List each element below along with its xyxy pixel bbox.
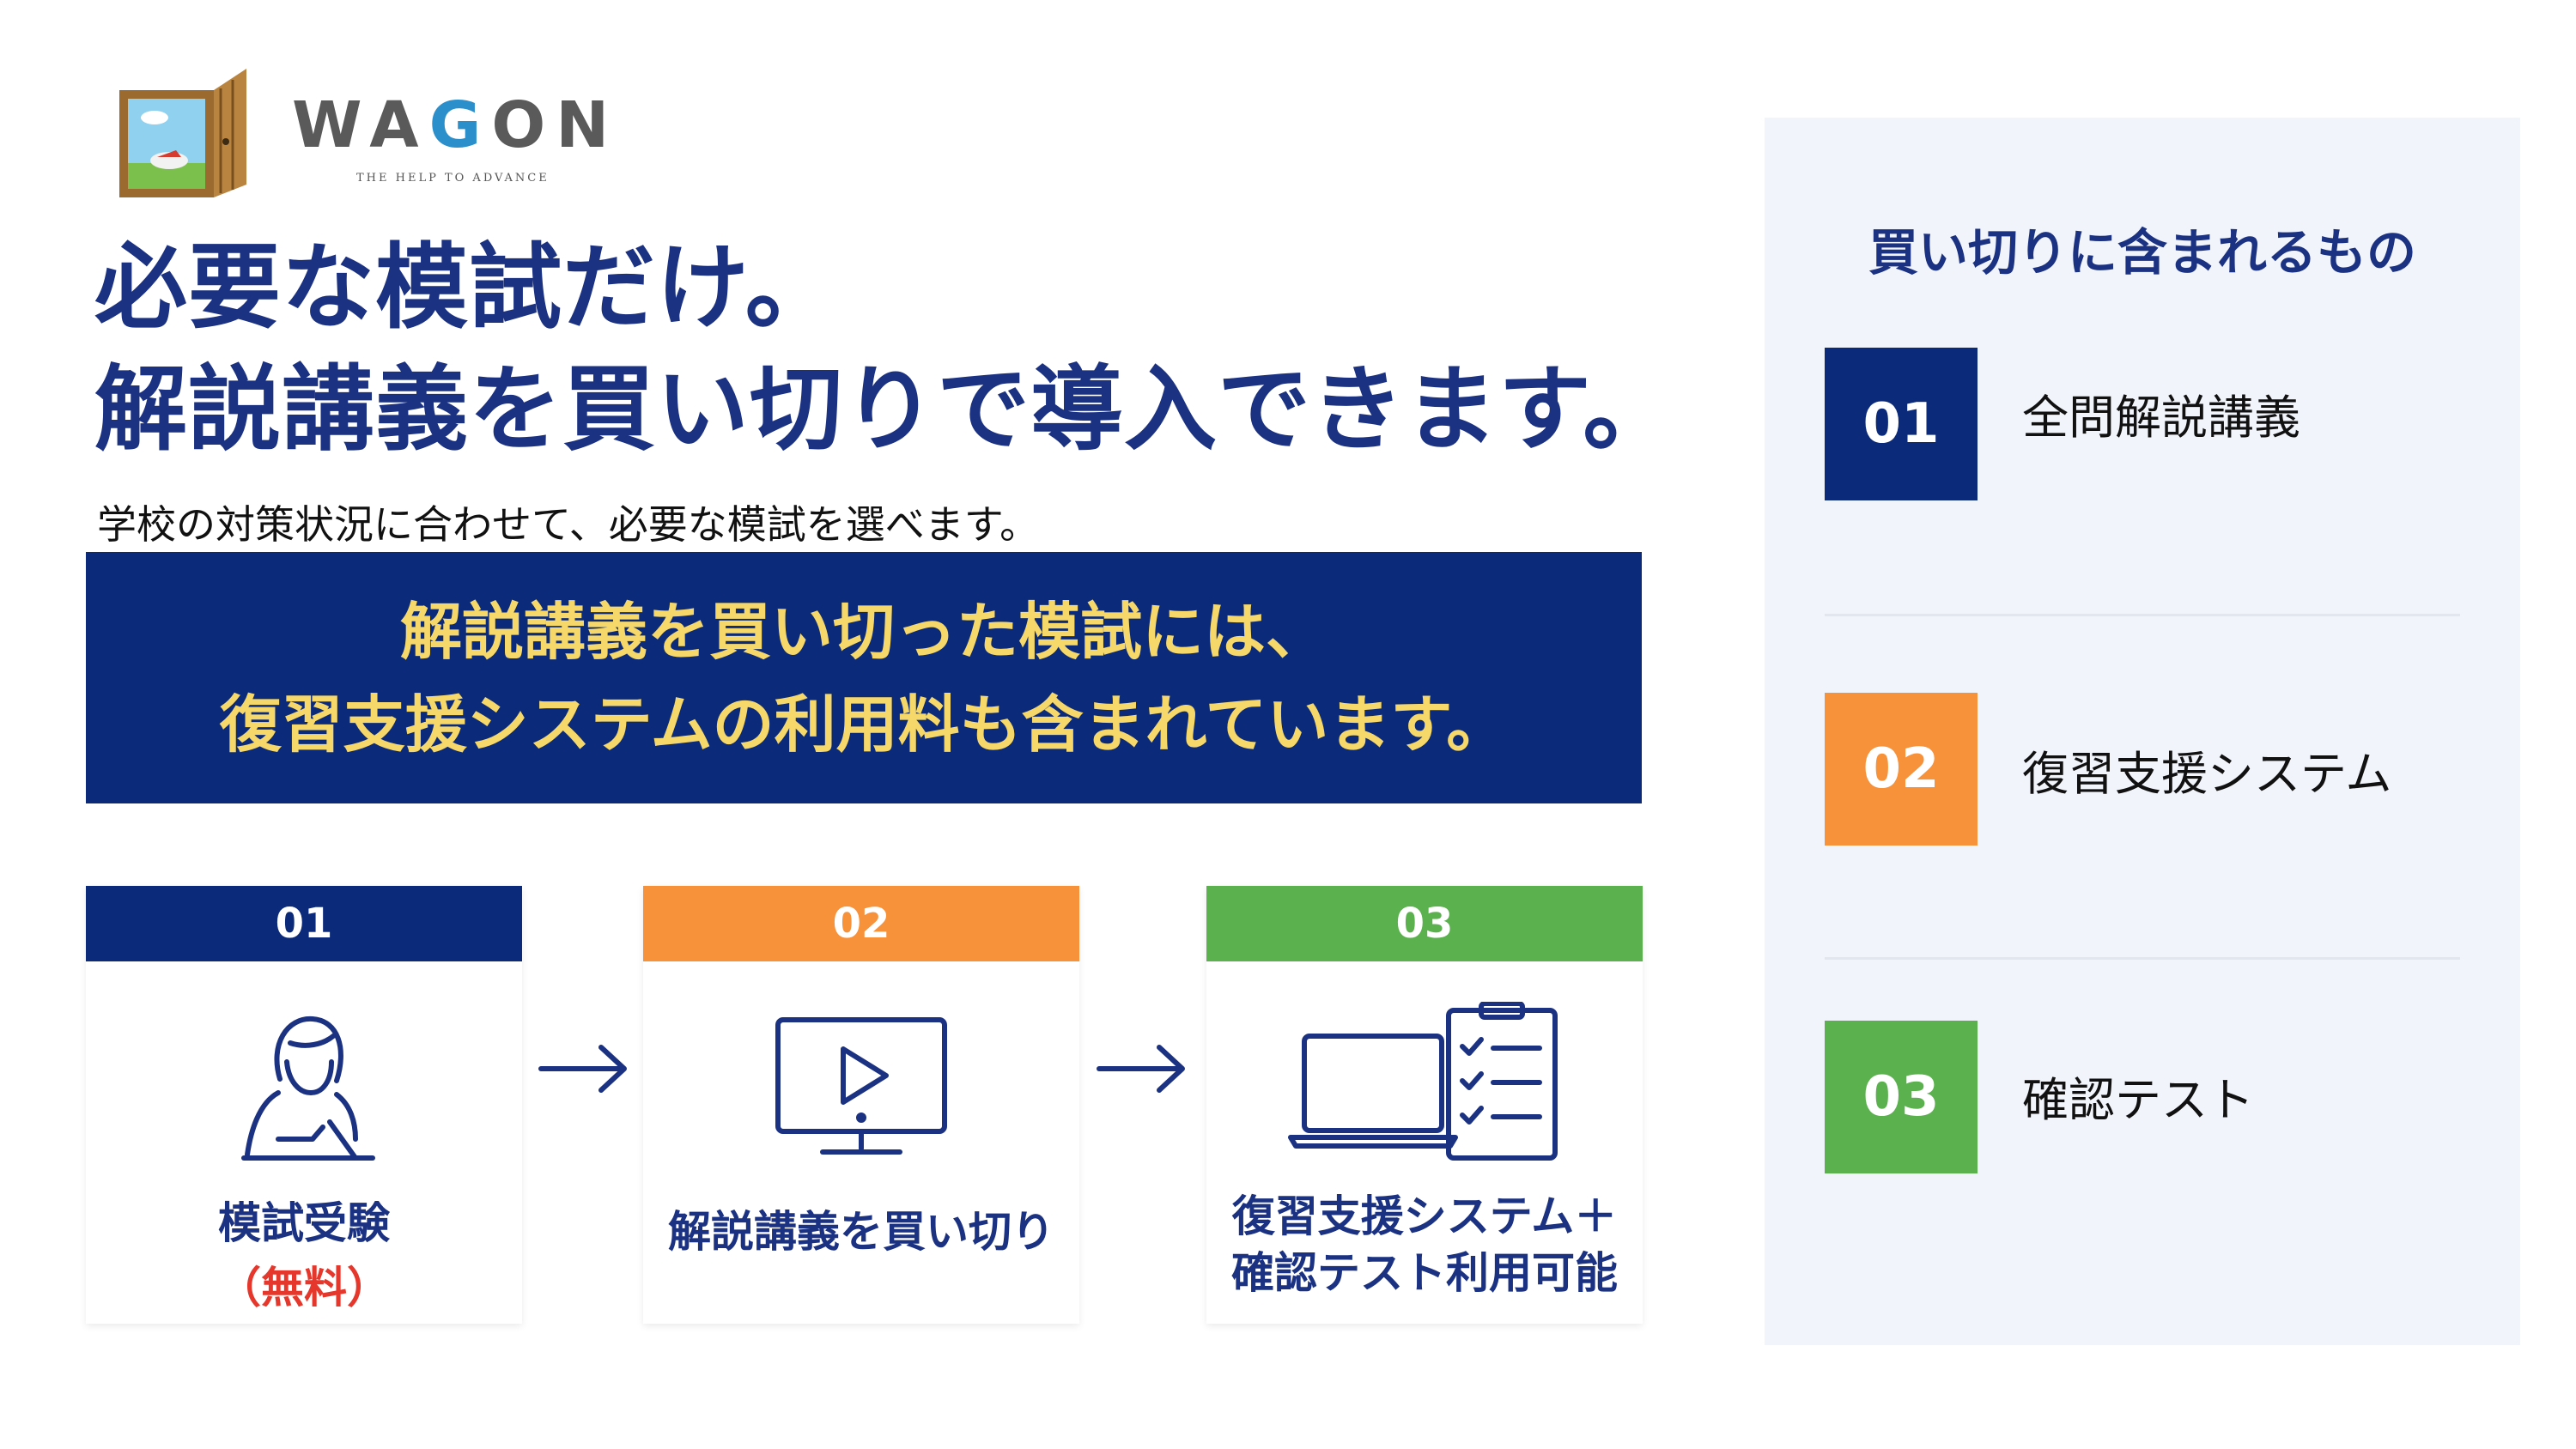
panel-title: 買い切りに含まれるもの — [1868, 223, 2416, 282]
included-fee-banner: 解説講義を買い切った模試には、 復習支援システムの利用料も含まれています。 — [86, 552, 1642, 803]
wagon-door-picture-icon — [119, 69, 246, 197]
included-item-3-label: 確認テスト — [2022, 1073, 2254, 1127]
step-1-number: 01 — [86, 886, 522, 961]
step-card-2: 02 解説講義を買い切り — [643, 886, 1079, 1324]
step-card-1: 01 模試受験 （無料） — [86, 886, 522, 1324]
step-1-free-note: （無料） — [218, 1263, 390, 1313]
included-item-2-label: 復習支援システム — [2022, 747, 2392, 801]
step-3-number: 03 — [1206, 886, 1643, 961]
wagon-logo: WAGON THE HELP TO ADVANCE — [112, 64, 627, 210]
step-3-label-line-1: 復習支援システム＋ — [1231, 1191, 1618, 1241]
panel-divider — [1825, 957, 2460, 960]
video-monitor-icon — [775, 1017, 947, 1155]
main-headline: 必要な模試だけ。 解説講義を買い切りで導入できます。 — [94, 227, 1676, 471]
step-3-label-line-2: 確認テスト利用可能 — [1231, 1248, 1618, 1298]
laptop-checklist-icon — [1288, 1002, 1558, 1161]
included-item-1-number: 01 — [1825, 348, 1978, 500]
arrow-right-icon — [538, 1045, 627, 1093]
step-card-3: 03 復習支援システム＋ 確認テスト利用可能 — [1206, 886, 1643, 1324]
logo-tagline: THE HELP TO ADVANCE — [356, 172, 550, 185]
logo-wordmark: WAGON — [292, 88, 620, 162]
included-items-panel: 買い切りに含まれるもの 01 全問解説講義 02 復習支援システム 03 確認テ… — [1765, 118, 2520, 1345]
banner-line-2: 復習支援システムの利用料も含まれています。 — [219, 688, 1509, 761]
student-writing-icon — [241, 1016, 375, 1161]
included-item-3-number: 03 — [1825, 1021, 1978, 1173]
step-1-label: 模試受験 — [218, 1198, 390, 1248]
headline-line-1: 必要な模試だけ。 — [94, 234, 839, 342]
headline-subtext: 学校の対策状況に合わせて、必要な模試を選べます。 — [97, 501, 1040, 548]
step-3-label: 復習支援システム＋ 確認テスト利用可能 — [1206, 1188, 1643, 1301]
panel-divider — [1825, 614, 2460, 616]
included-item-1-label: 全問解説講義 — [2022, 391, 2300, 445]
headline-line-2: 解説講義を買い切りで導入できます。 — [94, 356, 1677, 464]
arrow-right-icon — [1097, 1045, 1185, 1093]
step-2-label: 解説講義を買い切り — [668, 1207, 1054, 1257]
step-2-number: 02 — [643, 886, 1079, 961]
banner-line-1: 解説講義を買い切った模試には、 — [399, 595, 1327, 668]
included-item-2-number: 02 — [1825, 693, 1978, 846]
